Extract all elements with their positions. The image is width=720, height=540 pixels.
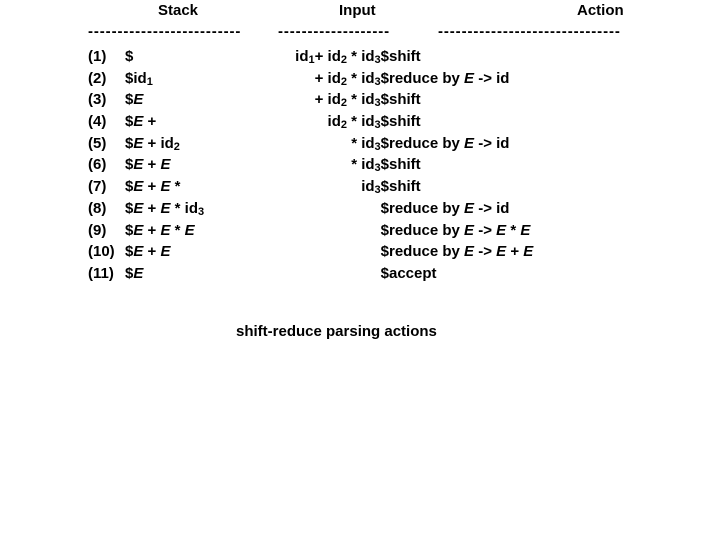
table-row: (6) $E + E * id3$ shift (88, 154, 452, 176)
table-row: (10) $E + E $ reduce by E -> E + E (88, 241, 534, 263)
stack-cell: $E + E (125, 156, 171, 174)
action-cell: shift (389, 91, 421, 109)
action-cell: reduce by E -> id (389, 69, 510, 87)
stack-cell: $E + E * E (125, 221, 195, 239)
table-row: (3) $E + id2 * id3$ shift (88, 89, 452, 111)
action-cell: accept (389, 264, 437, 282)
stack-column-divider: -------------------------- (88, 23, 242, 40)
table-row: (7) $E + E * id3$ shift (88, 176, 452, 198)
input-cell: * id3$ (351, 134, 389, 153)
input-cell: $ (380, 199, 389, 217)
table-row: (1) $ id1+ id2 * id3$ shift (88, 46, 452, 68)
input-cell: + id2 * id3$ (314, 91, 389, 110)
row-number: (11) (88, 264, 114, 282)
column-header-input: Input (339, 2, 376, 19)
row-number: (8) (88, 199, 107, 217)
action-column-divider: ------------------------------- (438, 23, 621, 40)
stack-cell: $E + id2 (125, 134, 180, 153)
stack-cell: $E + E * (125, 178, 181, 196)
action-cell: reduce by E -> E * E (389, 221, 531, 239)
row-number: (9) (88, 221, 107, 239)
input-cell: $ (380, 264, 389, 282)
table-row: (4) $E + id2 * id3$ shift (88, 111, 452, 133)
table-row: (2) $id1 + id2 * id3$ reduce by E -> id (88, 68, 510, 90)
column-header-action: Action (577, 2, 624, 19)
row-number: (5) (88, 134, 107, 152)
input-cell: + id2 * id3$ (314, 69, 389, 88)
row-number: (2) (88, 69, 107, 87)
input-cell: id2 * id3$ (327, 113, 389, 132)
row-number: (4) (88, 113, 107, 131)
stack-cell: $ (125, 48, 134, 65)
stack-cell: $id1 (125, 69, 153, 88)
stack-cell: $E + (125, 113, 157, 131)
stack-cell: $E (125, 264, 144, 282)
row-number: (7) (88, 178, 107, 196)
table-row: (11) $E $ accept (88, 263, 452, 285)
row-number: (10) (88, 243, 115, 261)
stack-cell: $E (125, 91, 144, 109)
caption: shift-reduce parsing actions (236, 323, 437, 340)
input-cell: * id3$ (351, 156, 389, 175)
input-cell: id1+ id2 * id3$ (295, 48, 389, 66)
stack-cell: $E + E (125, 243, 171, 261)
stack-cell: $E + E * id3 (125, 199, 205, 218)
action-cell: reduce by E -> id (389, 199, 510, 217)
action-cell: shift (389, 156, 421, 174)
action-cell: shift (389, 48, 421, 65)
input-cell: id3$ (361, 178, 389, 197)
action-cell: shift (389, 113, 421, 131)
input-cell: $ (380, 221, 389, 239)
table-row: (8) $E + E * id3 $ reduce by E -> id (88, 198, 510, 220)
parse-table-rows: (1) $ id1+ id2 * id3$ shift (2) $id1 + i… (88, 46, 534, 285)
row-number: (1) (88, 48, 107, 65)
row-number: (3) (88, 91, 107, 109)
table-row: (9) $E + E * E $ reduce by E -> E * E (88, 220, 531, 242)
input-column-divider: ------------------- (278, 23, 391, 40)
row-number: (6) (88, 156, 107, 174)
column-header-stack: Stack (158, 2, 199, 19)
action-cell: reduce by E -> id (389, 134, 510, 152)
action-cell: reduce by E -> E + E (389, 243, 534, 261)
action-cell: shift (389, 178, 421, 196)
input-cell: $ (380, 243, 389, 261)
table-row: (5) $E + id2 * id3$ reduce by E -> id (88, 133, 510, 155)
